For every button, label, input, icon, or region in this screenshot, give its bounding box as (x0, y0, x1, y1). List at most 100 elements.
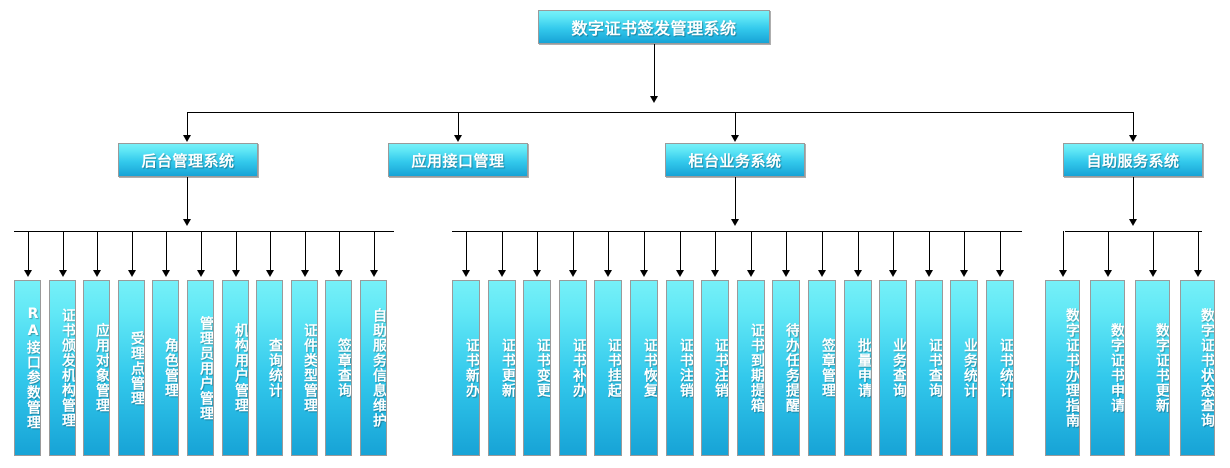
node-leaf-label: 证书挂起 (606, 338, 622, 398)
node-level2-selfservice[interactable]: 自助服务系统 (1063, 143, 1203, 177)
node-leaf-label: 证书变更 (535, 338, 551, 398)
node-leaf-backend-9[interactable]: 证件类型管理 (291, 280, 318, 456)
connector-drop-backend-10-arrow (335, 270, 343, 277)
connector-drop-backend-6-arrow (197, 270, 205, 277)
node-leaf-selfservice-2[interactable]: 数字证书申请 (1090, 280, 1125, 456)
node-leaf-backend-5[interactable]: 角色管理 (152, 280, 179, 456)
node-leaf-label: 待办任务提醒 (784, 323, 800, 413)
connector-g4-stem (1133, 177, 1134, 220)
connector-drop-counter-14 (929, 231, 930, 271)
connector-drop-selfservice-4 (1198, 231, 1199, 271)
node-leaf-counter-14[interactable]: 证书查询 (915, 280, 943, 456)
node-leaf-counter-13[interactable]: 业务查询 (879, 280, 907, 456)
connector-drop-lvl2-4 (1133, 112, 1134, 136)
node-leaf-backend-10[interactable]: 签章查询 (325, 280, 352, 456)
node-leaf-counter-9[interactable]: 证书到期提箱 (737, 280, 765, 456)
connector-drop-counter-7 (680, 231, 681, 271)
node-leaf-label: 自助服务信息维护 (371, 308, 387, 428)
node-leaf-label: 证书注销 (678, 338, 694, 398)
connector-drop-backend-9-arrow (301, 270, 309, 277)
node-leaf-backend-4[interactable]: 受理点管理 (118, 280, 145, 456)
connector-drop-counter-10-arrow (782, 270, 790, 277)
node-leaf-backend-7[interactable]: 机构用户管理 (222, 280, 249, 456)
connector-drop-lvl2-1 (187, 112, 188, 136)
connector-root-arrow (650, 96, 658, 103)
node-leaf-label: 数字证书状态查询 (1199, 308, 1215, 428)
connector-drop-lvl2-3-arrow (731, 135, 739, 142)
node-leaf-label: RA接口参数管理 (25, 306, 41, 430)
connector-drop-counter-10 (786, 231, 787, 271)
node-leaf-counter-4[interactable]: 证书补办 (559, 280, 587, 456)
node-leaf-backend-6[interactable]: 管理员用户管理 (187, 280, 214, 456)
connector-drop-backend-10 (339, 231, 340, 271)
node-leaf-backend-2[interactable]: 证书颁发机构管理 (49, 280, 76, 456)
node-leaf-counter-7[interactable]: 证书注销 (666, 280, 694, 456)
connector-g1-stem-arrow (183, 219, 191, 226)
connector-drop-selfservice-2 (1108, 231, 1109, 271)
connector-drop-backend-11-arrow (370, 270, 378, 277)
node-level2-api[interactable]: 应用接口管理 (388, 143, 528, 177)
node-leaf-label: 证书颁发机构管理 (60, 308, 76, 428)
node-leaf-backend-1[interactable]: RA接口参数管理 (14, 280, 41, 456)
node-leaf-counter-1[interactable]: 证书新办 (452, 280, 480, 456)
connector-root-down (654, 44, 655, 97)
connector-drop-counter-13 (893, 231, 894, 271)
node-leaf-label: 批量申请 (856, 338, 872, 398)
connector-drop-selfservice-1 (1063, 231, 1064, 271)
node-level2-backend[interactable]: 后台管理系统 (118, 143, 258, 177)
connector-drop-backend-4 (132, 231, 133, 271)
connector-drop-backend-5 (166, 231, 167, 271)
node-leaf-counter-6[interactable]: 证书恢复 (630, 280, 658, 456)
node-leaf-selfservice-4[interactable]: 数字证书状态查询 (1180, 280, 1215, 456)
node-leaf-selfservice-1[interactable]: 数字证书办理指南 (1045, 280, 1080, 456)
connector-drop-selfservice-4-arrow (1194, 270, 1202, 277)
node-leaf-counter-15[interactable]: 业务统计 (950, 280, 978, 456)
node-leaf-label: 证书恢复 (642, 338, 658, 398)
connector-g4-bus (1065, 231, 1202, 232)
node-root[interactable]: 数字证书签发管理系统 (538, 10, 770, 44)
node-leaf-backend-8[interactable]: 查询统计 (256, 280, 283, 456)
node-leaf-selfservice-3[interactable]: 数字证书更新 (1135, 280, 1170, 456)
node-leaf-backend-11[interactable]: 自助服务信息维护 (360, 280, 387, 456)
node-leaf-counter-11[interactable]: 签章管理 (808, 280, 836, 456)
node-leaf-label: 签章管理 (820, 338, 836, 398)
connector-drop-backend-2-arrow (59, 270, 67, 277)
node-leaf-label: 机构用户管理 (233, 323, 249, 413)
node-leaf-label: 证书补办 (571, 338, 587, 398)
connector-drop-counter-16-arrow (996, 270, 1004, 277)
node-leaf-counter-16[interactable]: 证书统计 (986, 280, 1014, 456)
node-leaf-label: 签章查询 (336, 338, 352, 398)
node-leaf-counter-3[interactable]: 证书变更 (523, 280, 551, 456)
connector-drop-counter-4-arrow (569, 270, 577, 277)
connector-drop-counter-8 (715, 231, 716, 271)
node-leaf-backend-3[interactable]: 应用对象管理 (83, 280, 110, 456)
connector-drop-counter-11-arrow (818, 270, 826, 277)
connector-drop-backend-5-arrow (162, 270, 170, 277)
connector-drop-backend-8 (270, 231, 271, 271)
connector-drop-counter-5-arrow (604, 270, 612, 277)
connector-drop-counter-9-arrow (747, 270, 755, 277)
connector-drop-backend-1 (28, 231, 29, 271)
connector-drop-counter-2 (502, 231, 503, 271)
connector-drop-counter-14-arrow (925, 270, 933, 277)
node-leaf-counter-2[interactable]: 证书更新 (488, 280, 516, 456)
connector-drop-counter-4 (573, 231, 574, 271)
node-leaf-label: 业务查询 (891, 338, 907, 398)
connector-drop-lvl2-1-arrow (183, 135, 191, 142)
node-leaf-label: 证书注销 (713, 338, 729, 398)
connector-drop-counter-7-arrow (676, 270, 684, 277)
node-leaf-counter-5[interactable]: 证书挂起 (594, 280, 622, 456)
node-level2-counter[interactable]: 柜台业务系统 (665, 143, 805, 177)
node-leaf-label: 管理员用户管理 (198, 315, 214, 421)
connector-drop-counter-1 (466, 231, 467, 271)
node-leaf-counter-8[interactable]: 证书注销 (701, 280, 729, 456)
connector-drop-counter-3-arrow (533, 270, 541, 277)
node-level2-api-label: 应用接口管理 (411, 151, 505, 170)
node-leaf-label: 业务统计 (962, 338, 978, 398)
node-leaf-counter-12[interactable]: 批量申请 (844, 280, 872, 456)
connector-drop-backend-2 (63, 231, 64, 271)
node-leaf-counter-10[interactable]: 待办任务提醒 (772, 280, 800, 456)
connector-level2-bus (187, 112, 1133, 113)
node-level2-counter-label: 柜台业务系统 (688, 151, 782, 170)
